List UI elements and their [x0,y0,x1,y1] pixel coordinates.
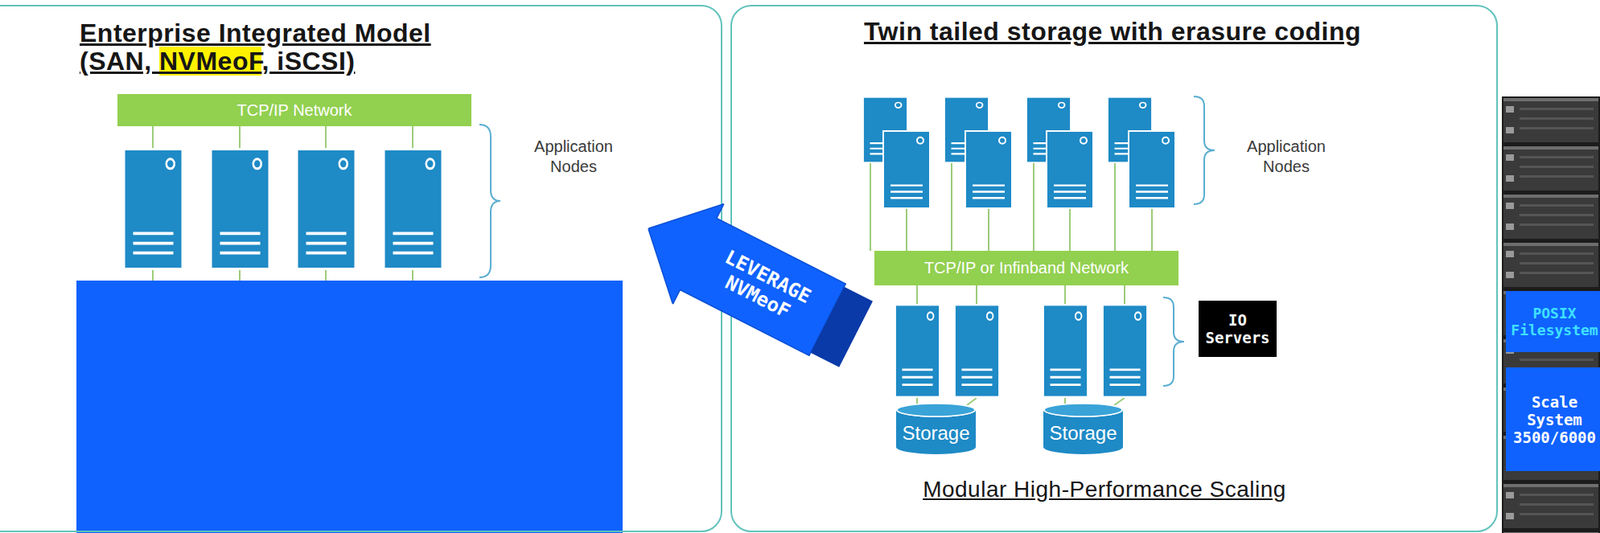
panel-heading: Enterprise Integrated Model (SAN, NVMeoF… [79,19,458,76]
bracket [1163,297,1185,387]
storage-cylinder: Storage [1042,403,1124,455]
heading-part: , iSCSI) [261,46,355,76]
panel: Enterprise Integrated Model (SAN, NVMeoF… [0,4,723,533]
network-bar: TCP/IP Network [117,94,472,127]
panel-caption: Modular High-Performance Scaling [722,477,1487,502]
storage-block [76,280,623,533]
group-label: Application Nodes [526,136,622,177]
network-label: TCP/IP Network [237,101,353,120]
storage-label: Storage [1048,422,1117,445]
io-servers-tag: IO Servers [1198,300,1277,358]
server-icons [123,149,443,270]
network-wires [152,126,413,281]
block-arrow: LEVERAGE NVMeoF [622,178,882,385]
server-icons [863,97,1176,398]
tag-label: IO Servers [1203,311,1272,347]
arrow-tail [810,287,873,368]
product-tag: POSIX Filesystem [1505,291,1600,353]
group-label: Application Nodes [1238,136,1334,177]
product-tag: Scale System 3500/6000 [1505,367,1600,472]
bracket [1193,96,1215,205]
cylinder-top [896,403,975,417]
network-label: TCP/IP or Infinband Network [924,259,1129,278]
bracket [479,124,501,278]
panel-heading: Twin tailed storage with erasure coding [730,17,1495,46]
cylinder-top [1044,403,1123,417]
tag-label: POSIX Filesystem [1508,304,1600,339]
storage-label: Storage [901,422,970,445]
storage-cylinder: Storage [895,403,977,455]
arrow-label: LEVERAGE NVMeoF [699,239,827,335]
network-bar: TCP/IP or Infinband Network [874,250,1179,286]
highlight: NVMeoF [159,46,262,76]
panel: Twin tailed storage with erasure codingM… [730,4,1498,533]
tag-label: Scale System 3500/6000 [1508,393,1600,447]
